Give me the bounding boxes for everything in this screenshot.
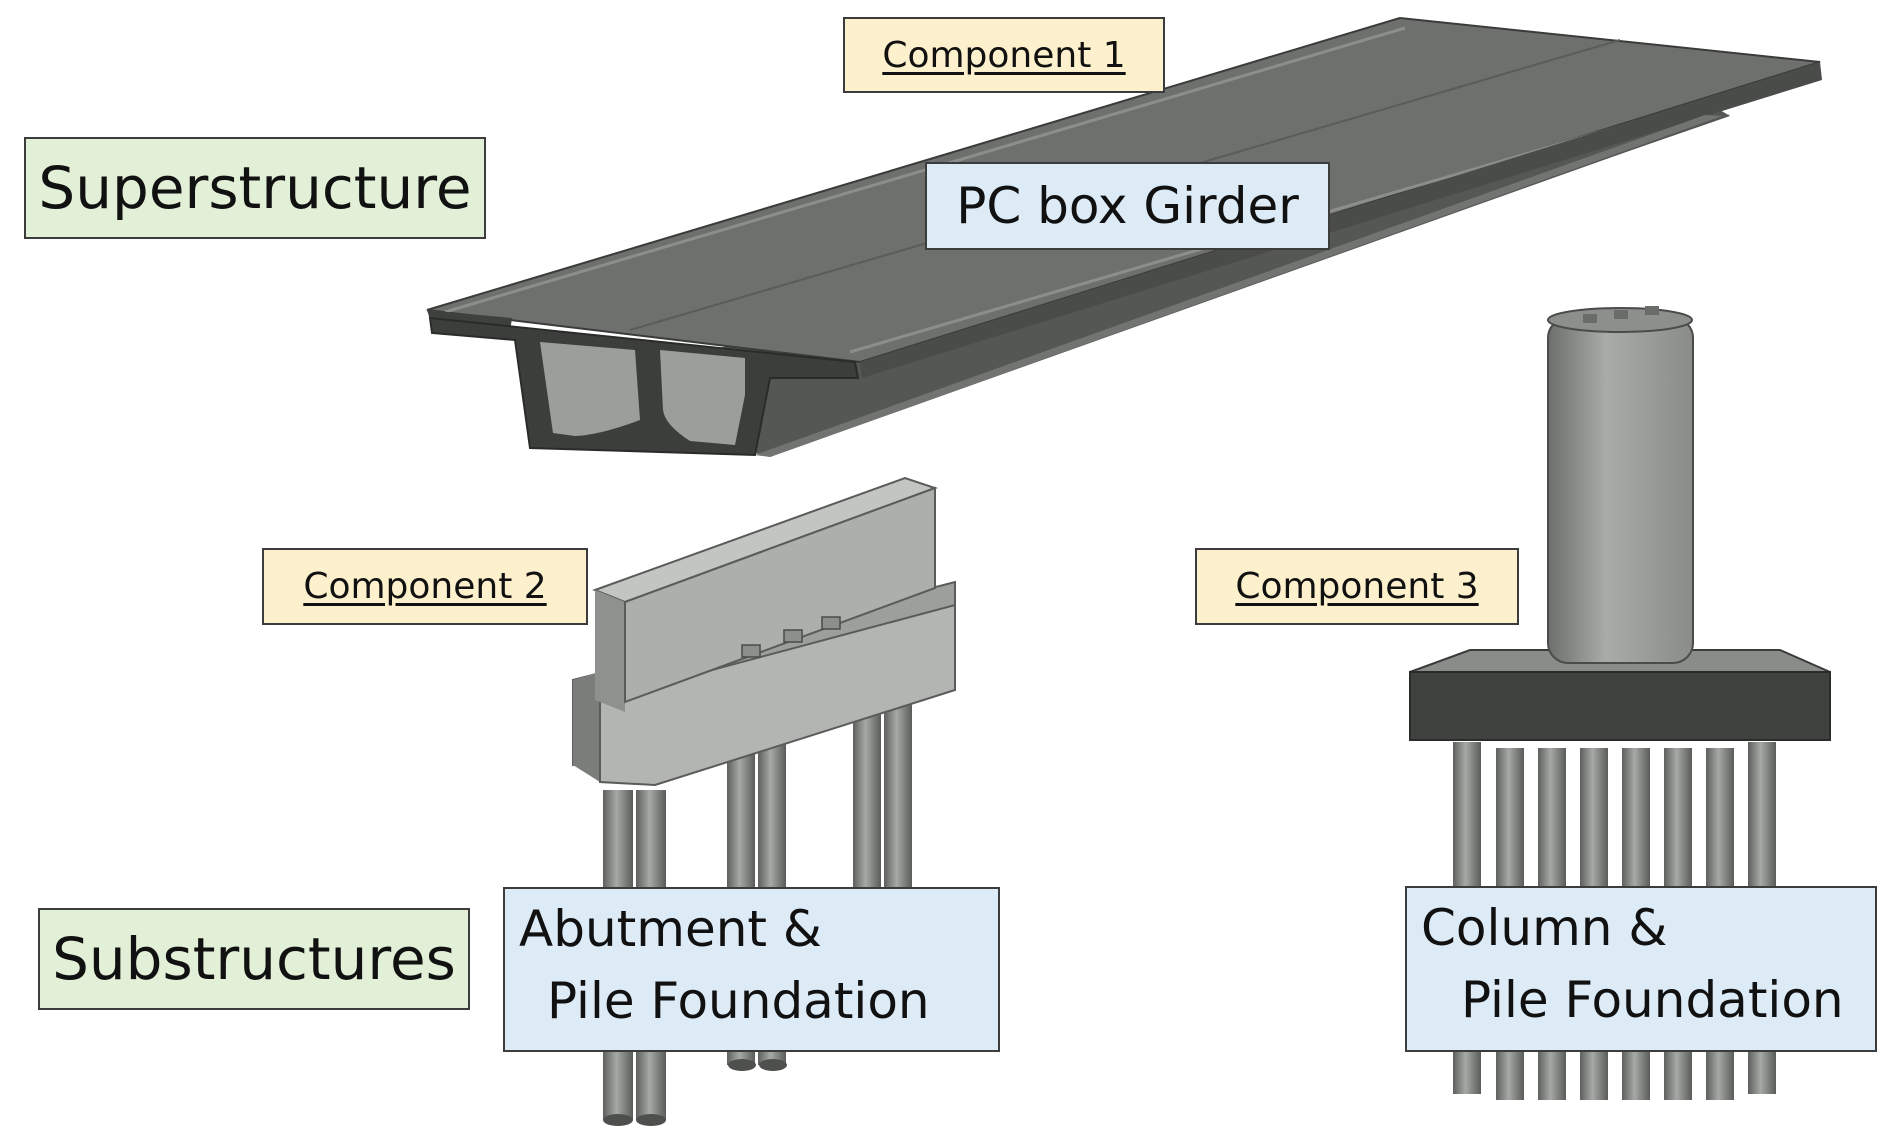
- abutment-pile-foundation-label: Abutment & Pile Foundation: [503, 887, 1000, 1052]
- component-3-label: Component 3: [1195, 548, 1519, 625]
- column-label-line-1: Column &: [1421, 899, 1668, 957]
- component-2-label: Component 2: [262, 548, 588, 625]
- abutment-label-line-2: Pile Foundation: [547, 972, 930, 1030]
- column-label-line-2: Pile Foundation: [1461, 971, 1844, 1029]
- column-pile-foundation-label: Column & Pile Foundation: [1405, 886, 1877, 1052]
- component-1-label: Component 1: [843, 17, 1165, 93]
- abutment-model: [572, 476, 956, 1126]
- pc-box-girder-label: PC box Girder: [925, 162, 1330, 250]
- substructures-label: Substructures: [38, 908, 470, 1010]
- superstructure-label: Superstructure: [24, 137, 486, 239]
- abutment-label-line-1: Abutment &: [519, 900, 822, 958]
